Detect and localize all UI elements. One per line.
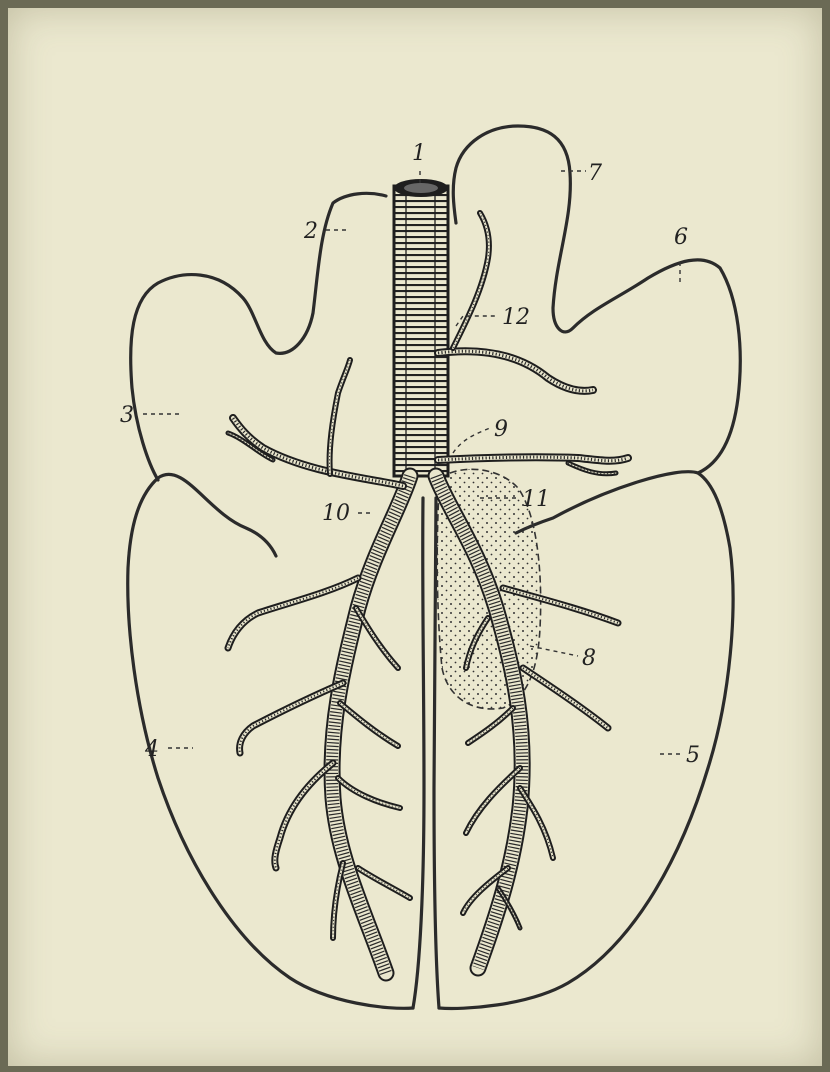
label-5: 5 [686, 743, 700, 768]
label-2: 2 [303, 219, 318, 244]
bronchus-lumen [453, 213, 489, 348]
bronchus-branch [228, 578, 358, 648]
label-1: 1 [412, 141, 426, 166]
bronchus-branch [338, 778, 400, 808]
bronchus-lumen [523, 668, 608, 728]
label-4: 4 [144, 737, 159, 762]
label-11: 11 [522, 487, 550, 512]
bronchus-lumen [358, 868, 410, 898]
label-7: 7 [588, 161, 602, 186]
label-3: 3 [120, 403, 134, 428]
label-10: 10 [322, 501, 350, 526]
left-upper-lobe-outline [131, 193, 386, 480]
midline-fissure [413, 498, 439, 1008]
label-8: 8 [582, 646, 596, 671]
lung-diagram: 1 2 3 4 5 6 7 8 9 10 11 12 [8, 8, 822, 1066]
label-12: 12 [502, 305, 530, 330]
trachea [394, 179, 448, 476]
bronchus-branch [333, 863, 343, 938]
bronchus-branch [330, 360, 350, 474]
label-6: 6 [674, 225, 688, 250]
paper-page: 1 2 3 4 5 6 7 8 9 10 11 12 [8, 8, 822, 1066]
label-9: 9 [494, 417, 508, 442]
bronchus-branch [438, 351, 593, 391]
